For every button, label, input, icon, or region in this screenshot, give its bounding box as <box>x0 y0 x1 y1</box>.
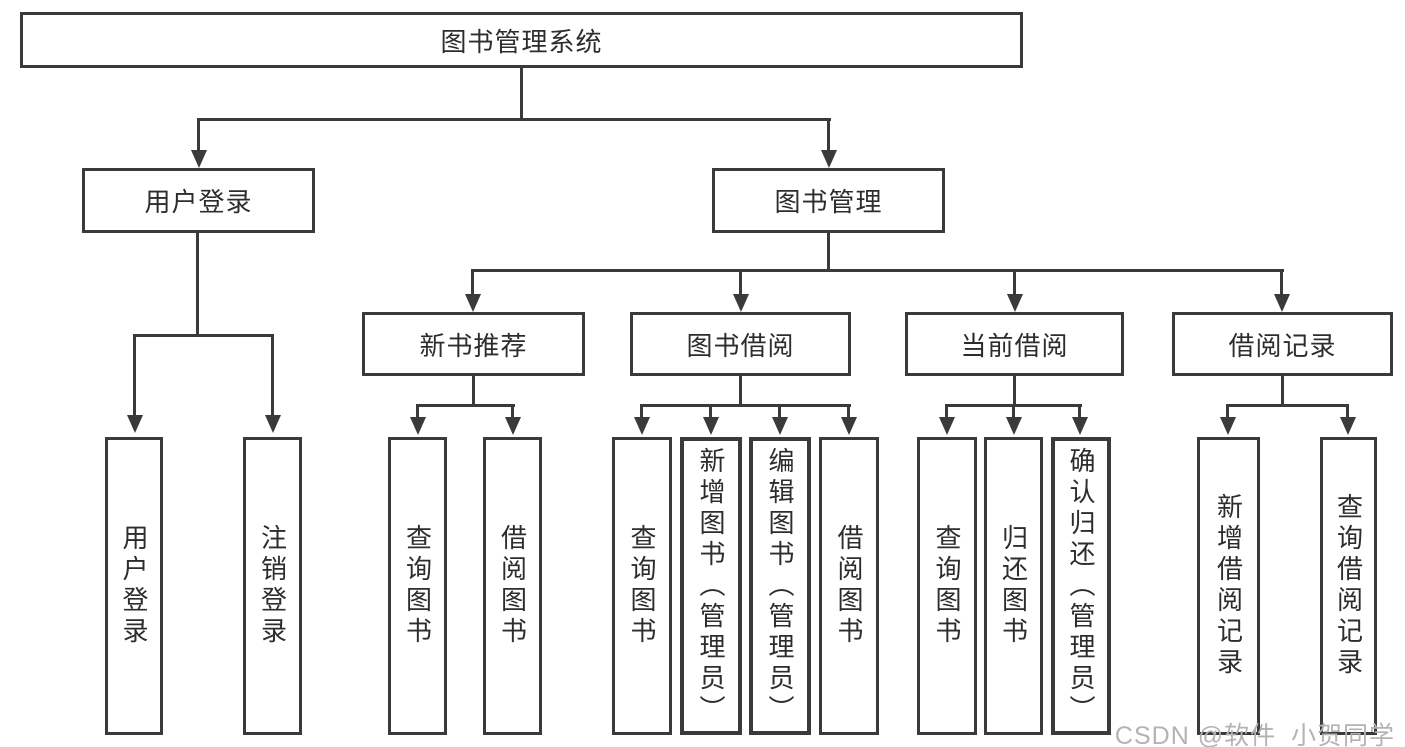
connector-book-mgmt-down <box>827 233 830 272</box>
node-leaf-cb-query-book: 查询图书 <box>917 437 977 735</box>
arrow-bookborrow <box>733 294 749 312</box>
leaf-rec-query-book-label: 查询图书 <box>402 524 433 648</box>
node-leaf-rec-borrow-book: 借阅图书 <box>483 437 542 735</box>
node-book-borrow: 图书借阅 <box>630 312 851 376</box>
connector-bb-rail <box>640 404 851 407</box>
arrow-user-login <box>191 150 207 168</box>
node-leaf-user-login: 用户登录 <box>105 437 163 735</box>
leaf-br-query-record-label: 查询借阅记录 <box>1333 493 1364 679</box>
node-leaf-bb-query-book: 查询图书 <box>612 437 672 735</box>
connector-br-down <box>1281 374 1284 406</box>
connector-cb-confirm-stem <box>1078 404 1081 419</box>
node-library-system-label: 图书管理系统 <box>440 26 603 57</box>
connector-book-mgmt-stem <box>827 118 830 154</box>
node-leaf-br-query-record: 查询借阅记录 <box>1320 437 1377 735</box>
leaf-bb-query-book-label: 查询图书 <box>627 524 657 648</box>
node-new-book-rec-label: 新书推荐 <box>419 330 528 361</box>
arrow-currentborrow <box>1007 294 1023 312</box>
node-library-system: 图书管理系统 <box>20 12 1023 68</box>
node-book-mgmt: 图书管理 <box>712 168 945 233</box>
leaf-br-add-record-label: 新增借阅记录 <box>1213 493 1244 679</box>
node-new-book-rec: 新书推荐 <box>362 312 585 376</box>
arrow-cb-return <box>1006 417 1022 435</box>
csdn-watermark: CSDN @软件_小贺同学 <box>1114 722 1395 747</box>
connector-rec-q-stem <box>416 404 419 419</box>
connector-user-login-rail <box>133 334 274 337</box>
connector-level1-rail <box>197 118 831 121</box>
arrow-br-add <box>1220 417 1236 435</box>
connector-bb-add-stem <box>709 404 712 419</box>
connector-rec-b-stem <box>511 404 514 419</box>
arrow-book-mgmt <box>821 150 837 168</box>
connector-br-add-stem <box>1226 404 1229 419</box>
connector-cb-down <box>1013 374 1016 406</box>
connector-leaf-logout-stem <box>271 334 274 418</box>
connector-root-stem <box>520 66 523 120</box>
node-leaf-logout: 注销登录 <box>243 437 302 735</box>
node-leaf-bb-borrow-book: 借阅图书 <box>819 437 879 735</box>
connector-bookborrow-stem <box>739 269 742 296</box>
connector-br-rail <box>1226 404 1349 407</box>
leaf-user-login-label: 用户登录 <box>119 524 149 648</box>
leaf-bb-add-book-label: 新增图书（管理员） <box>696 446 726 726</box>
connector-currentborrow-stem <box>1013 269 1016 296</box>
arrow-cb-query <box>939 417 955 435</box>
connector-rec-rail <box>416 404 515 407</box>
node-user-login-label: 用户登录 <box>144 187 253 217</box>
node-leaf-cb-return-book: 归还图书 <box>984 437 1043 735</box>
leaf-cb-query-book-label: 查询图书 <box>932 524 962 648</box>
connector-bb-down <box>739 374 742 406</box>
connector-user-login-down <box>196 233 199 336</box>
connector-bb-borrow-stem <box>847 404 850 419</box>
connector-user-login-stem <box>197 118 200 154</box>
node-book-mgmt-label: 图书管理 <box>774 187 883 217</box>
node-leaf-br-add-record: 新增借阅记录 <box>1197 437 1260 735</box>
leaf-cb-return-book-label: 归还图书 <box>998 524 1029 648</box>
connector-bb-q-stem <box>640 404 643 419</box>
arrow-bb-borrow <box>841 417 857 435</box>
connector-rec-down <box>472 374 475 406</box>
arrow-leaf-login <box>127 415 143 433</box>
arrow-br-query <box>1340 417 1356 435</box>
connector-newbook-stem <box>471 269 474 296</box>
connector-level3-rail <box>471 269 1284 272</box>
node-leaf-cb-confirm-return: 确认归还（管理员） <box>1051 437 1111 735</box>
arrow-newbook <box>465 294 481 312</box>
arrow-borrowrecord <box>1274 294 1290 312</box>
arrow-leaf-logout <box>265 415 281 433</box>
connector-br-query-stem <box>1346 404 1349 419</box>
arrow-bb-edit <box>772 417 788 435</box>
node-borrow-record-label: 借阅记录 <box>1228 330 1337 361</box>
leaf-logout-label: 注销登录 <box>257 524 288 648</box>
node-leaf-bb-edit-book: 编辑图书（管理员） <box>749 437 811 735</box>
leaf-bb-edit-book-label: 编辑图书（管理员） <box>765 446 795 726</box>
connector-cb-q-stem <box>945 404 948 419</box>
connector-bb-edit-stem <box>778 404 781 419</box>
node-current-borrow: 当前借阅 <box>905 312 1124 376</box>
connector-leaf-login-stem <box>133 334 136 418</box>
node-book-borrow-label: 图书借阅 <box>686 330 795 361</box>
arrow-cb-confirm <box>1072 417 1088 435</box>
arrow-bb-add <box>703 417 719 435</box>
arrow-rec-query <box>410 417 426 435</box>
node-leaf-bb-add-book: 新增图书（管理员） <box>680 437 742 735</box>
node-leaf-rec-query-book: 查询图书 <box>388 437 447 735</box>
node-user-login: 用户登录 <box>82 168 315 233</box>
leaf-rec-borrow-book-label: 借阅图书 <box>497 524 528 648</box>
leaf-cb-confirm-return-label: 确认归还（管理员） <box>1066 446 1096 726</box>
connector-cb-return-stem <box>1012 404 1015 419</box>
node-borrow-record: 借阅记录 <box>1172 312 1393 376</box>
arrow-bb-query <box>634 417 650 435</box>
leaf-bb-borrow-book-label: 借阅图书 <box>834 524 864 648</box>
node-current-borrow-label: 当前借阅 <box>960 330 1069 361</box>
arrow-rec-borrow <box>505 417 521 435</box>
connector-borrowrecord-stem <box>1280 269 1283 296</box>
